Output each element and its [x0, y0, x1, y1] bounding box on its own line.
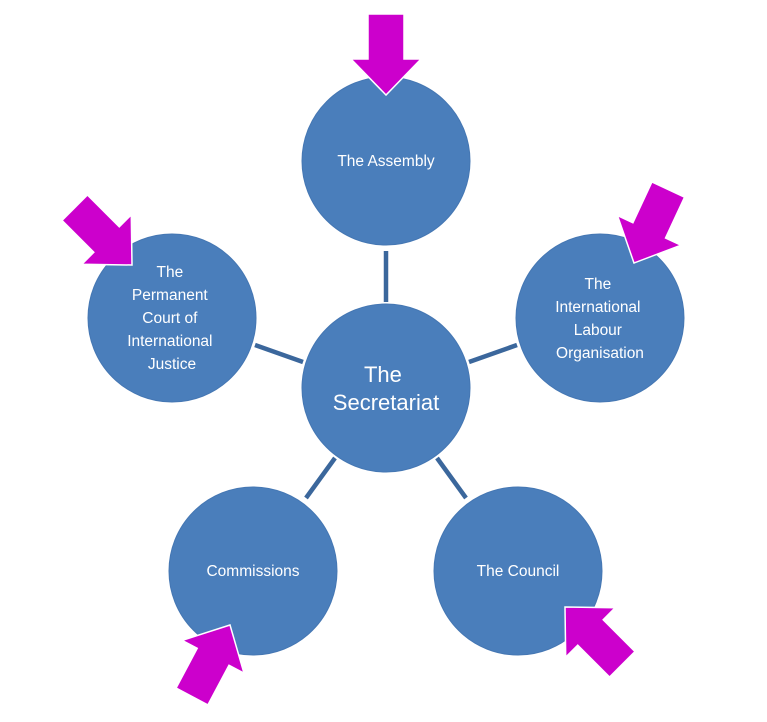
arrow-down-icon	[349, 13, 423, 97]
label-line: Secretariat	[333, 390, 439, 415]
highlight-arrows	[60, 13, 686, 706]
arrow-down-right-icon	[60, 193, 133, 266]
node-council[interactable]: The Council	[433, 486, 603, 656]
label-line: Organisation	[556, 345, 644, 362]
node-label: The Secretariat	[333, 362, 439, 415]
node-circle[interactable]	[87, 233, 257, 403]
connectors	[254, 251, 518, 500]
node-circle[interactable]	[168, 486, 338, 656]
arrow-up-left-icon	[564, 606, 637, 679]
node-commissions[interactable]: Commissions	[168, 486, 338, 656]
center-node-secretariat[interactable]: The Secretariat	[301, 303, 471, 473]
label-line: Commissions	[206, 563, 299, 580]
label-line: International	[127, 333, 212, 350]
label-line: Court of	[142, 310, 198, 327]
node-assembly[interactable]: The Assembly	[301, 76, 471, 246]
label-line: Permanent	[132, 287, 209, 304]
node-circle[interactable]	[301, 303, 471, 473]
label-line: The	[156, 264, 183, 281]
outer-nodes: The Assembly The International Labour Or…	[87, 76, 685, 656]
connector-ilo	[468, 342, 518, 365]
label-line: International	[555, 299, 640, 316]
label-line: The Council	[477, 563, 560, 580]
node-circle[interactable]	[515, 233, 685, 403]
label-line: Labour	[574, 322, 622, 339]
label-line: The Assembly	[337, 153, 435, 170]
label-line: The	[364, 362, 402, 387]
connector-commissions	[304, 456, 337, 500]
node-circle[interactable]	[433, 486, 603, 656]
arrow-up-right-icon	[175, 624, 246, 706]
connector-pcij	[254, 342, 304, 365]
node-label: The Permanent Court of International Jus…	[127, 264, 217, 373]
connector-council	[435, 456, 468, 500]
label-line: The	[584, 276, 611, 293]
label-line: Justice	[148, 356, 196, 373]
node-label: Commissions	[206, 563, 299, 580]
node-ilo[interactable]: The International Labour Organisation	[515, 233, 685, 403]
node-label: The Council	[477, 563, 560, 580]
node-label: The Assembly	[337, 153, 435, 170]
node-pcij[interactable]: The Permanent Court of International Jus…	[87, 233, 257, 403]
arrow-down-left-icon	[616, 180, 686, 264]
node-label: The International Labour Organisation	[555, 276, 645, 362]
